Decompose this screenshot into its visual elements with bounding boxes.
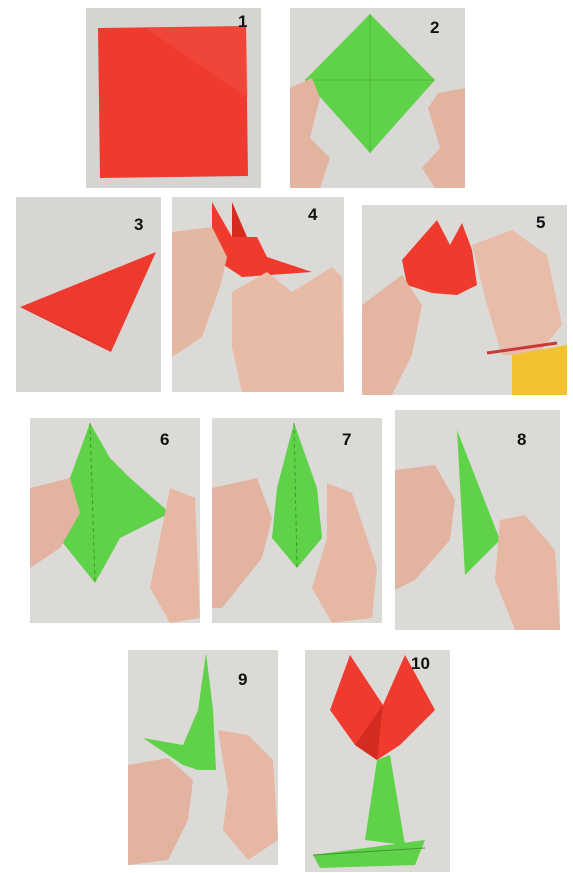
step-number-8: 8 xyxy=(517,430,526,450)
step-number-1: 1 xyxy=(238,12,247,32)
red-folded-points xyxy=(172,197,344,392)
step-number-9: 9 xyxy=(238,670,247,690)
red-square-paper xyxy=(86,8,261,188)
finished-tulip xyxy=(305,650,450,872)
step-10-photo: 10 xyxy=(305,650,450,872)
step-number-6: 6 xyxy=(160,430,169,450)
green-kite-paper xyxy=(30,418,200,623)
step-4-photo: 4 xyxy=(172,197,344,392)
step-number-3: 3 xyxy=(134,215,143,235)
step-6-photo: 6 xyxy=(30,418,200,623)
step-7-photo: 7 xyxy=(212,418,382,623)
step-number-4: 4 xyxy=(308,205,317,225)
step-number-10: 10 xyxy=(411,654,430,674)
step-number-5: 5 xyxy=(536,213,545,233)
green-narrow-kite xyxy=(212,418,382,623)
step-number-2: 2 xyxy=(430,18,439,38)
step-9-photo: 9 xyxy=(128,650,278,865)
red-tulip-folds xyxy=(362,205,567,395)
green-thin-triangle xyxy=(395,410,560,630)
step-1-photo: 1 xyxy=(86,8,261,188)
step-8-photo: 8 xyxy=(395,410,560,630)
step-5-photo: 5 xyxy=(362,205,567,395)
step-number-7: 7 xyxy=(342,430,351,450)
step-2-photo: 2 xyxy=(290,8,465,188)
green-stem-with-leaf xyxy=(128,650,278,865)
step-3-photo: 3 xyxy=(16,197,161,392)
